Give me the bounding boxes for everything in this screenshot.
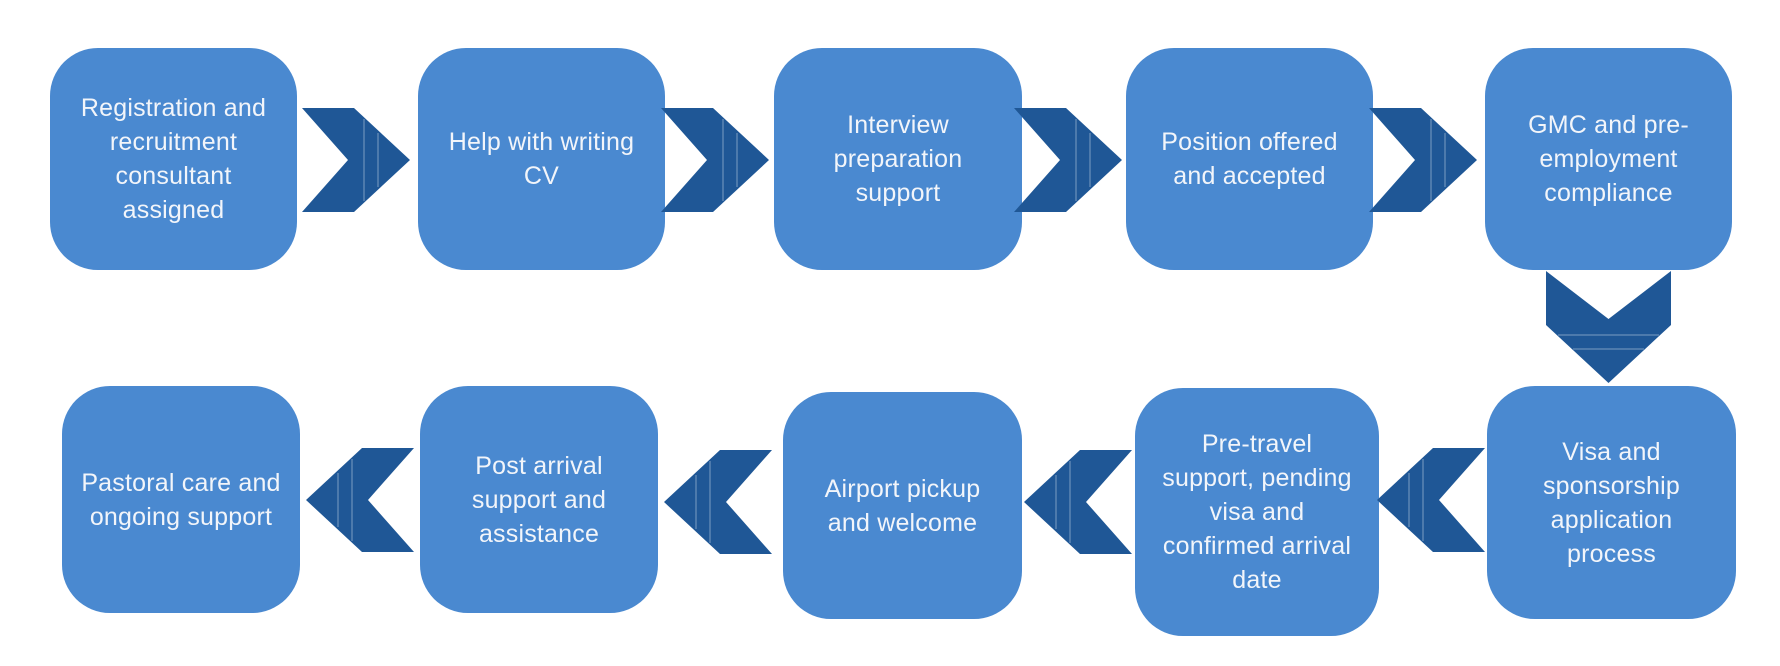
connector-arrow-right-icon	[1369, 108, 1477, 212]
flow-step-label: Help with writing CV	[448, 128, 635, 190]
connector-arrow-right-icon	[302, 108, 410, 212]
flow-step-visa-sponsorship: Visa and sponsorship application process	[1487, 386, 1736, 619]
flow-step-label: Airport pickup and welcome	[824, 474, 981, 537]
flow-step-gmc-compliance: GMC and pre- employment compliance	[1485, 48, 1732, 270]
connector-arrow-left-icon	[306, 448, 414, 552]
flow-step-label: Post arrival support and assistance	[471, 451, 607, 548]
connector-arrow-left-icon	[1024, 450, 1132, 554]
flow-step-label: Interview preparation support	[833, 111, 963, 207]
flow-step-pastoral-care: Pastoral care and ongoing support	[62, 386, 300, 613]
flow-step-label: Visa and sponsorship application process	[1542, 437, 1680, 568]
flow-step-airport-pickup: Airport pickup and welcome	[783, 392, 1022, 619]
flow-step-label: Registration and recruitment consultant …	[80, 94, 267, 224]
flow-step-pre-travel: Pre-travel support, pending visa and con…	[1135, 388, 1379, 636]
flow-step-label: Pre-travel support, pending visa and con…	[1162, 430, 1352, 594]
flow-step-cv-help: Help with writing CV	[418, 48, 665, 270]
connector-arrow-left-icon	[664, 450, 772, 554]
flow-step-label: Pastoral care and ongoing support	[81, 468, 281, 531]
connector-arrow-right-icon	[661, 108, 769, 212]
connector-arrow-left-icon	[1377, 448, 1485, 552]
flow-step-registration: Registration and recruitment consultant …	[50, 48, 297, 270]
flow-step-interview-prep: Interview preparation support	[774, 48, 1022, 270]
connector-arrow-down-icon	[1546, 271, 1671, 383]
flow-step-position-offer: Position offered and accepted	[1126, 48, 1373, 270]
flow-step-label: Position offered and accepted	[1161, 128, 1338, 190]
flow-step-post-arrival: Post arrival support and assistance	[420, 386, 658, 613]
flow-step-label: GMC and pre- employment compliance	[1528, 111, 1689, 207]
connector-arrow-right-icon	[1014, 108, 1122, 212]
